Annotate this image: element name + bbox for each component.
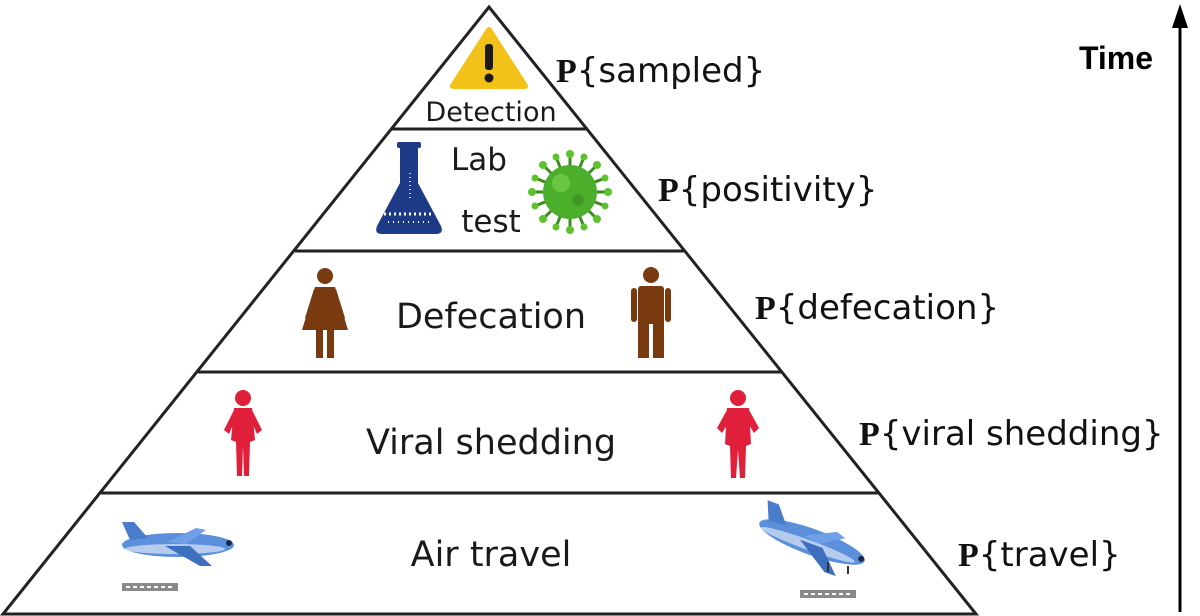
airplane-icon bbox=[759, 500, 865, 577]
runway-icon bbox=[800, 590, 856, 598]
level-air-travel: Air travel bbox=[411, 535, 572, 575]
male-person-icon bbox=[717, 390, 759, 478]
airplane-icon bbox=[122, 522, 234, 566]
prob-defecation: P{defecation} bbox=[755, 288, 999, 328]
level-defecation: Defecation bbox=[396, 297, 586, 337]
time-axis-arrowhead bbox=[1172, 4, 1188, 28]
prob-viral-shedding: P{viral shedding} bbox=[859, 414, 1164, 454]
prob-positivity: P{positivity} bbox=[658, 170, 877, 210]
female-person-icon bbox=[224, 390, 262, 476]
level-detection: Detection bbox=[425, 97, 556, 128]
time-axis-label: Time bbox=[1079, 40, 1153, 76]
level-lab-line2: test bbox=[461, 204, 521, 240]
female-person-icon bbox=[302, 268, 348, 358]
male-person-icon bbox=[631, 267, 671, 358]
virus-icon bbox=[528, 150, 612, 234]
runway-icon bbox=[122, 583, 178, 591]
level-viral-shedding: Viral shedding bbox=[366, 423, 616, 463]
pyramid-outline bbox=[0, 4, 980, 616]
prob-sampled: P{sampled} bbox=[556, 51, 765, 91]
prob-travel: P{travel} bbox=[958, 535, 1121, 575]
warning-triangle-icon bbox=[450, 27, 528, 89]
level-lab-line1: Lab bbox=[451, 142, 507, 178]
lab-flask-icon bbox=[376, 142, 442, 234]
